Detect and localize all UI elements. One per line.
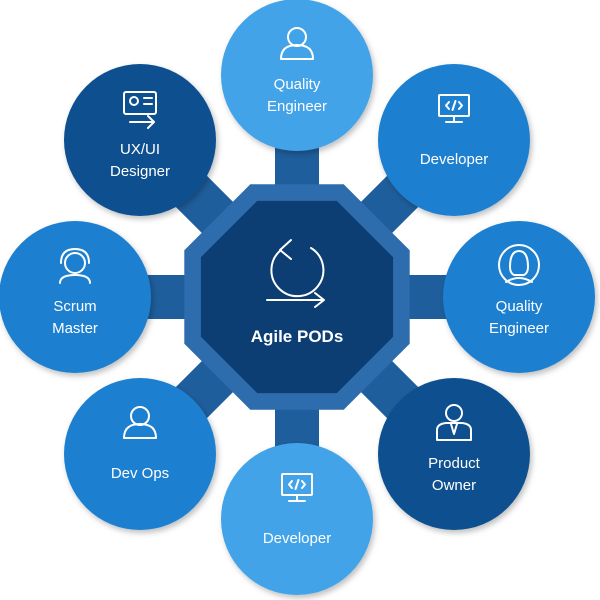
role-label-line2: Designer — [110, 163, 170, 180]
role-label-line2: Owner — [432, 477, 476, 494]
user-outline-icon — [280, 27, 314, 60]
user-outline-icon — [123, 406, 157, 439]
role-label-line2: Engineer — [489, 320, 549, 337]
user-female-icon — [498, 244, 540, 286]
center-hub: Agile PODs — [184, 184, 410, 410]
headset-user-icon — [59, 248, 91, 284]
role-label-line2: Engineer — [267, 98, 327, 115]
center-label: Agile PODs — [251, 327, 344, 346]
role-label-line1: Quality — [274, 76, 321, 93]
monitor-code-icon — [438, 94, 470, 123]
role-node: Dev Ops — [64, 378, 216, 530]
role-circle — [64, 378, 216, 530]
role-node: Developer — [378, 64, 530, 216]
role-label-line1: Product — [428, 455, 481, 472]
role-circle — [221, 443, 373, 595]
role-node: UX/UI Designer — [64, 64, 216, 216]
role-node: Developer — [221, 443, 373, 595]
designer-icon — [123, 91, 157, 129]
role-label-line1: Scrum — [53, 298, 96, 315]
role-circle — [64, 64, 216, 216]
role-label-line2: Master — [52, 320, 98, 337]
role-circle — [378, 378, 530, 530]
role-circle — [443, 221, 595, 373]
role-label-line1: UX/UI — [120, 141, 160, 158]
role-circle — [221, 0, 373, 151]
monitor-code-icon — [281, 473, 313, 502]
role-circle — [378, 64, 530, 216]
cycle-icon — [266, 239, 325, 308]
role-circle — [0, 221, 151, 373]
role-label-line1: Developer — [263, 530, 331, 547]
role-label-line1: Developer — [420, 151, 488, 168]
businessman-icon — [436, 404, 472, 441]
role-label-line1: Dev Ops — [111, 465, 169, 482]
role-label-line1: Quality — [496, 298, 543, 315]
